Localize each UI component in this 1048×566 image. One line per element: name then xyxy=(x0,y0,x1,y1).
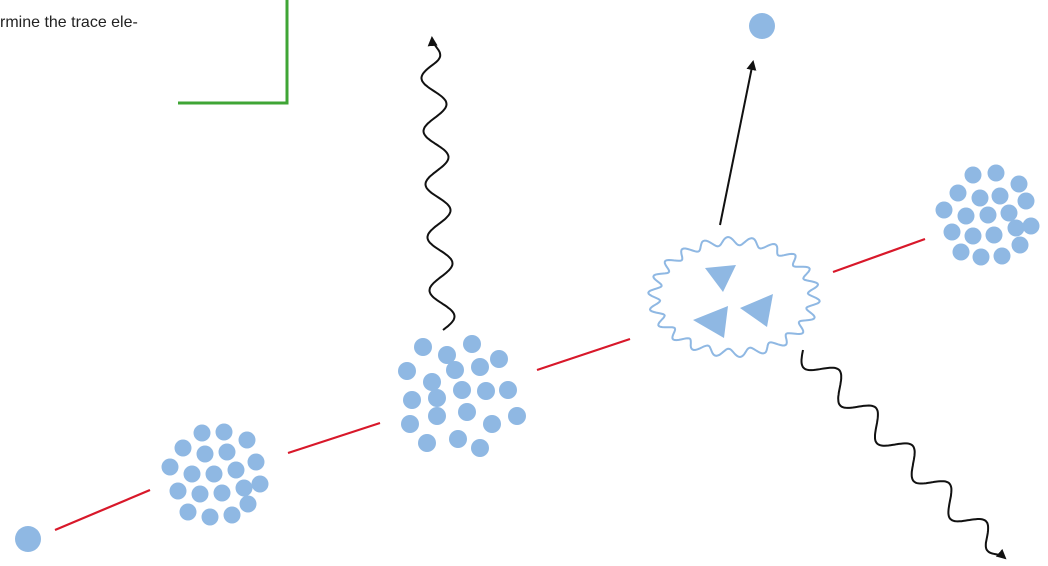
nucleon xyxy=(418,434,436,452)
nucleon xyxy=(446,361,464,379)
nucleon xyxy=(972,248,990,266)
nucleon xyxy=(239,495,257,513)
nucleon xyxy=(423,373,441,391)
nucleon xyxy=(414,338,432,356)
gamma-ray-arrow-down xyxy=(800,349,1007,560)
nucleon xyxy=(993,247,1011,265)
emitted-particle-arrow xyxy=(719,60,757,226)
projectile-particle xyxy=(15,526,41,552)
nucleon xyxy=(196,445,214,463)
nucleon xyxy=(235,479,253,497)
nucleon xyxy=(227,461,245,479)
nucleon xyxy=(935,201,953,219)
nucleon xyxy=(191,485,209,503)
nucleon xyxy=(987,164,1005,182)
nucleon xyxy=(490,350,508,368)
nucleon xyxy=(1010,175,1028,193)
beam-segment xyxy=(832,237,926,274)
nucleon xyxy=(161,458,179,476)
nucleon xyxy=(463,335,481,353)
nucleon xyxy=(952,243,970,261)
nucleon xyxy=(477,382,495,400)
nucleon xyxy=(1017,192,1035,210)
nucleon xyxy=(205,465,223,483)
fragment-triangle xyxy=(693,306,728,338)
nucleon xyxy=(218,443,236,461)
nucleon xyxy=(985,226,1003,244)
nucleon xyxy=(428,389,446,407)
beam-segment xyxy=(287,421,381,455)
nucleon xyxy=(401,415,419,433)
nucleon xyxy=(215,423,233,441)
gamma-ray-arrow-up xyxy=(420,36,456,331)
compound-nucleus xyxy=(398,335,526,457)
nucleon xyxy=(428,407,446,425)
nucleon xyxy=(483,415,501,433)
nucleon xyxy=(979,206,997,224)
nucleon xyxy=(251,475,269,493)
nucleon xyxy=(499,381,517,399)
nucleon xyxy=(201,508,219,526)
nucleon xyxy=(183,465,201,483)
nucleon xyxy=(398,362,416,380)
nucleon xyxy=(471,439,489,457)
nucleon xyxy=(449,430,467,448)
nucleon xyxy=(403,391,421,409)
beam-segment xyxy=(536,337,631,372)
excited-nucleus-outline xyxy=(647,235,821,359)
caption-frame xyxy=(178,0,289,105)
nucleon xyxy=(471,358,489,376)
excited-nucleus xyxy=(647,235,821,359)
nucleon xyxy=(169,482,187,500)
fragment-triangle xyxy=(740,294,773,327)
nucleon xyxy=(174,439,192,457)
nucleon xyxy=(223,506,241,524)
beam-segment xyxy=(54,488,151,532)
nucleon xyxy=(943,223,961,241)
nucleon xyxy=(1000,204,1018,222)
beam-path xyxy=(54,237,926,532)
fragment-triangle xyxy=(705,265,736,292)
nucleon xyxy=(179,503,197,521)
caption-text: rmine the trace ele- xyxy=(0,14,138,31)
nucleon xyxy=(1011,236,1029,254)
product-nucleus xyxy=(935,164,1040,266)
nucleon xyxy=(458,403,476,421)
nucleon xyxy=(193,424,211,442)
nucleon xyxy=(508,407,526,425)
nucleon xyxy=(1007,219,1025,237)
nucleon xyxy=(238,431,256,449)
nucleon xyxy=(971,189,989,207)
nucleon xyxy=(991,187,1009,205)
nucleon xyxy=(1022,217,1040,235)
nucleon xyxy=(247,453,265,471)
nucleon xyxy=(964,227,982,245)
nucleon xyxy=(438,346,456,364)
nucleon xyxy=(213,484,231,502)
nucleon xyxy=(964,166,982,184)
nucleon xyxy=(957,207,975,225)
emitted-particle xyxy=(749,13,775,39)
target-nucleus xyxy=(161,423,269,526)
nucleon xyxy=(949,184,967,202)
nucleon xyxy=(453,381,471,399)
